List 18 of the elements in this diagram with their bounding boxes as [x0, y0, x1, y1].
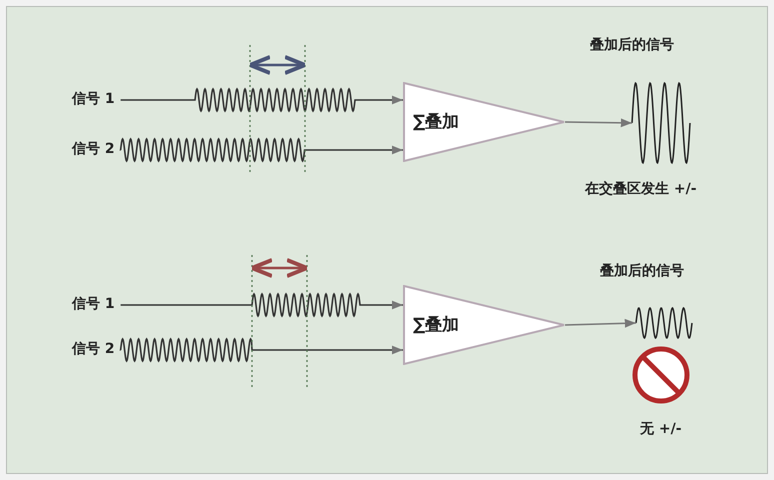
signal-arrow — [120, 138, 403, 162]
signal-arrow — [564, 318, 636, 328]
summing-amplifier: ∑叠加 — [403, 82, 565, 162]
signal-label: 信号 1 — [72, 90, 115, 108]
caption-text: 在交叠区发生 +/- — [585, 180, 697, 198]
signal-label: 信号 2 — [72, 140, 115, 158]
summing-amplifier: ∑叠加 — [403, 285, 565, 365]
signal-label: 信号 2 — [72, 340, 115, 358]
signal-arrow — [120, 338, 403, 362]
caption-text: 叠加后的信号 — [600, 262, 684, 280]
waveform-drawing — [635, 306, 693, 340]
waveform-drawing — [631, 82, 691, 164]
signal-label: 信号 1 — [72, 295, 115, 313]
caption-text: 叠加后的信号 — [590, 36, 674, 54]
signal-arrow — [564, 118, 632, 128]
signal-arrow — [120, 88, 403, 112]
caption-text: 无 +/- — [640, 420, 682, 438]
signal-arrow — [120, 292, 403, 318]
